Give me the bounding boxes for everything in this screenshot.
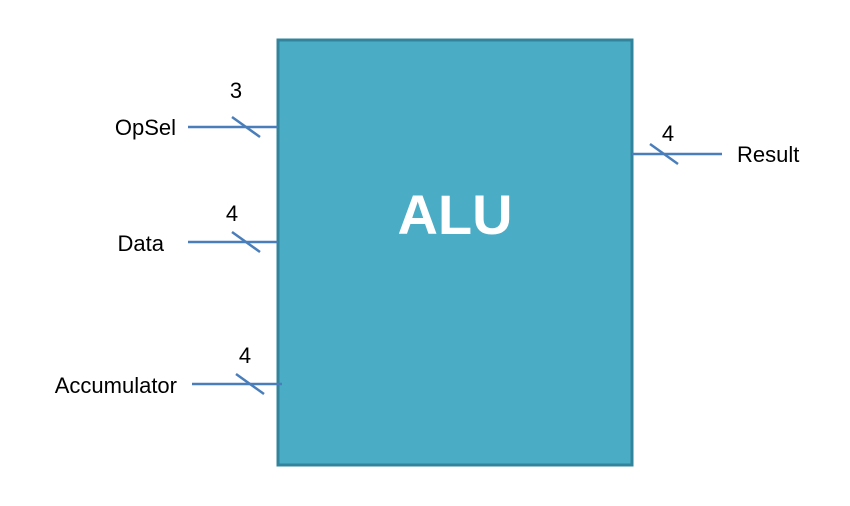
- data-bus-slash: [231, 230, 261, 254]
- opsel-bus-width: 3: [230, 78, 242, 103]
- accumulator-bus-slash: [235, 372, 265, 396]
- data-bus-width: 4: [226, 201, 238, 226]
- result-bus-width: 4: [662, 121, 674, 146]
- alu-block: [276, 38, 634, 467]
- data-label: Data: [118, 231, 165, 256]
- accumulator-bus-width: 4: [239, 343, 251, 368]
- result-bus-slash: [649, 142, 679, 166]
- input-port-opsel: OpSel 3: [115, 78, 278, 140]
- input-port-accumulator: Accumulator 4: [55, 343, 282, 398]
- input-port-data: Data 4: [118, 201, 278, 256]
- opsel-bus-slash: [231, 115, 261, 139]
- opsel-label: OpSel: [115, 115, 176, 140]
- output-port-result: Result 4: [632, 121, 799, 167]
- alu-title: ALU: [397, 183, 512, 246]
- accumulator-label: Accumulator: [55, 373, 177, 398]
- result-label: Result: [737, 142, 799, 167]
